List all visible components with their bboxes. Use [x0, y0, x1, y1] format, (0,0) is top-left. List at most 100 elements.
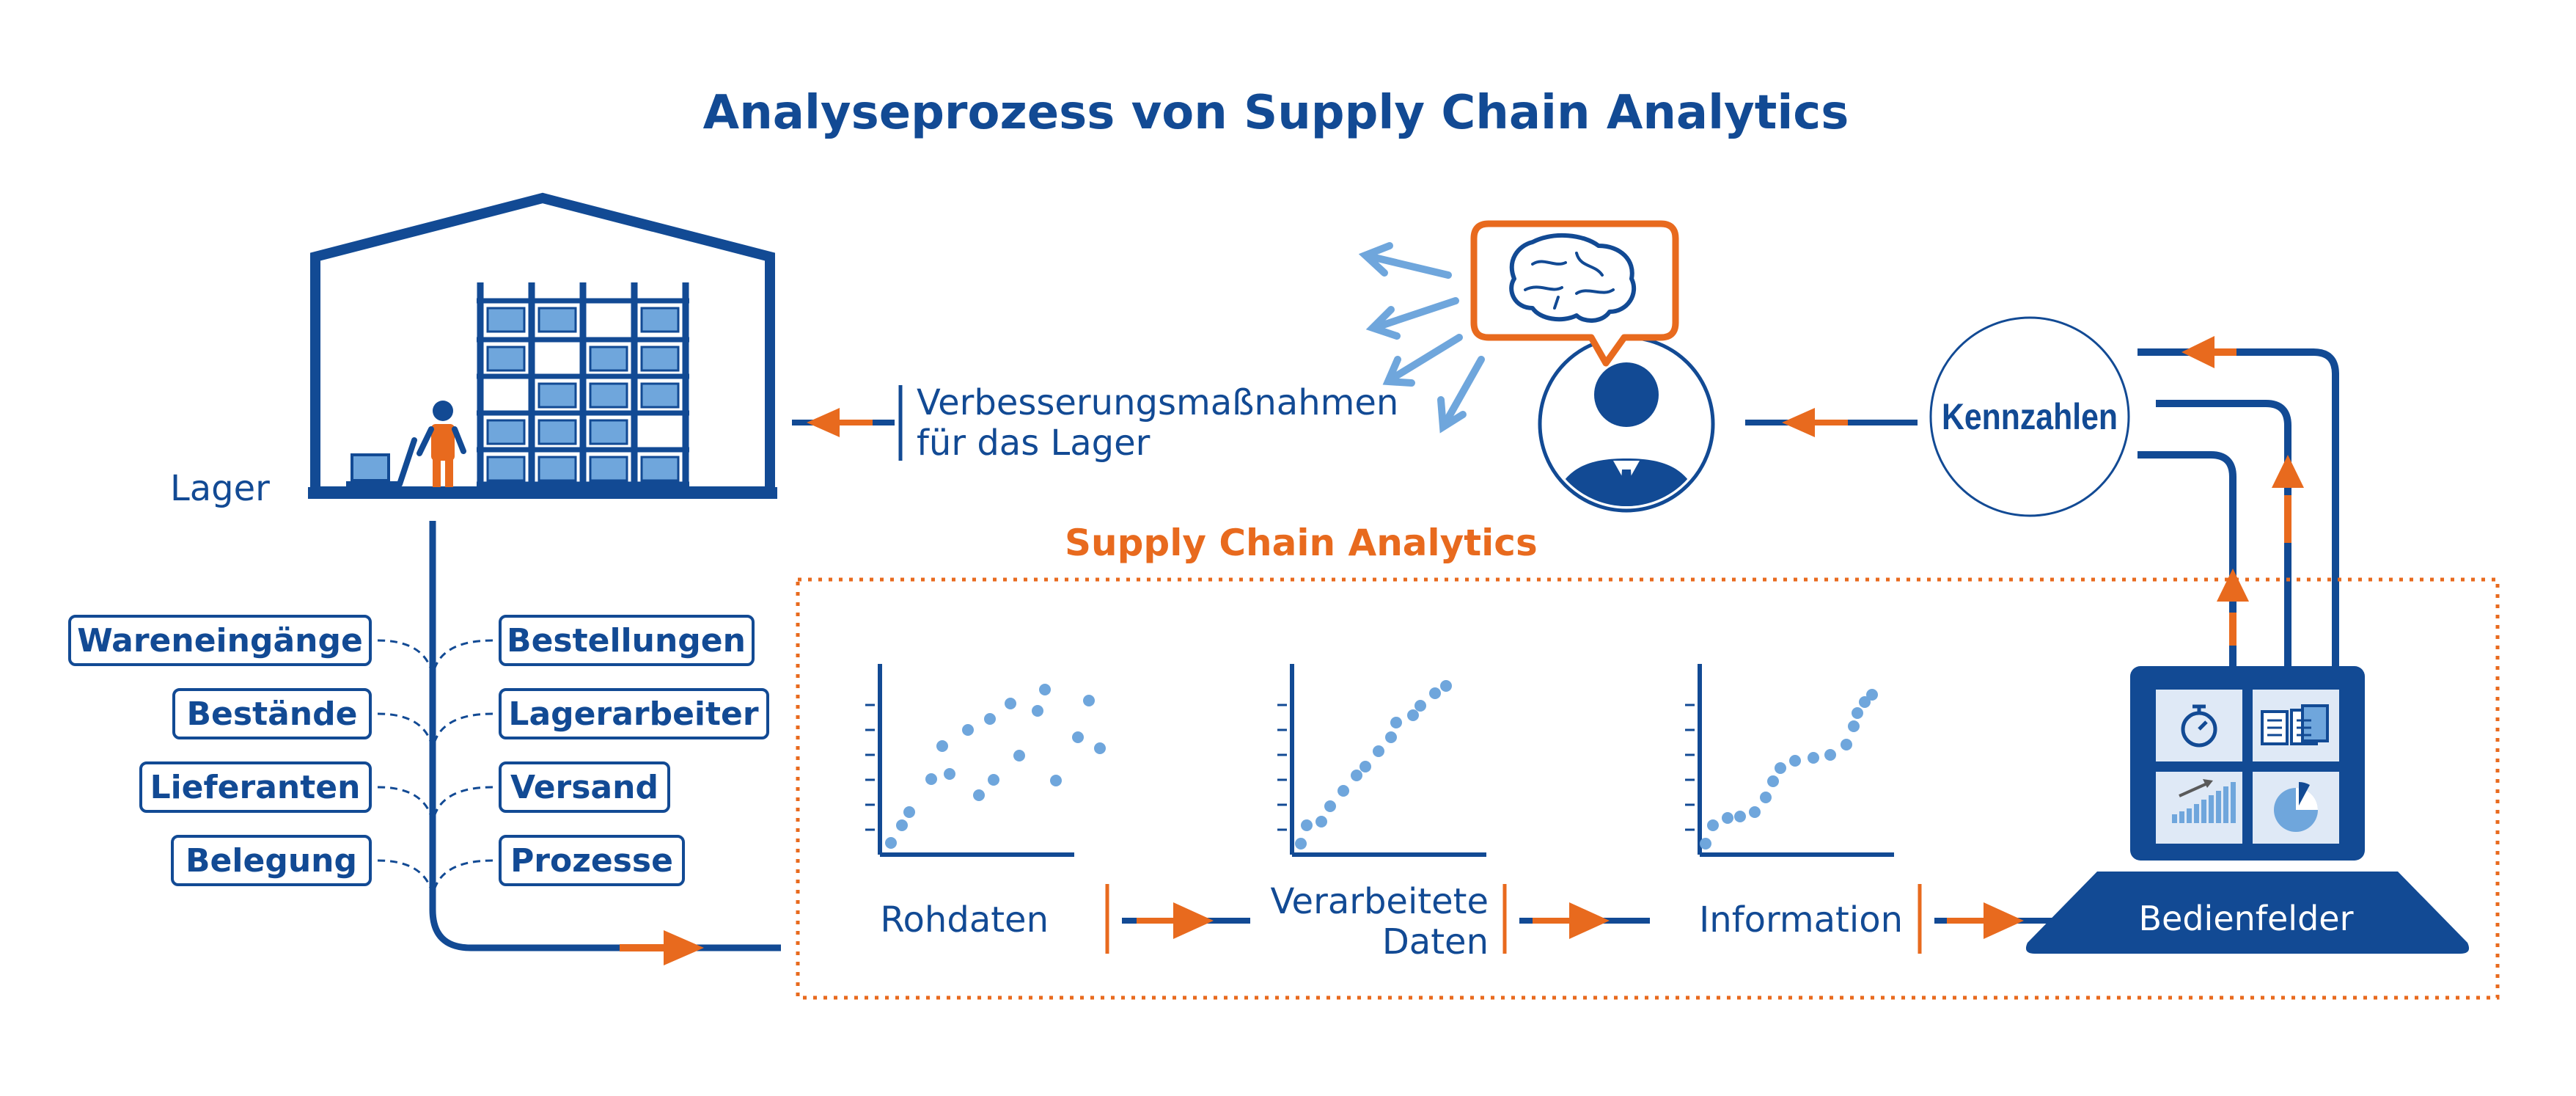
plot-point: [1848, 720, 1860, 732]
warehouse-icon: [308, 192, 777, 499]
documents-icon: [2261, 704, 2329, 745]
kpi-circle: [1929, 316, 2130, 517]
kpi-to-person-arrow: [1745, 408, 1918, 437]
source-tag: Lieferanten: [139, 761, 372, 813]
source-tag: Bestellungen: [499, 615, 755, 666]
stage-arrow: [1934, 902, 2064, 939]
plot-point: [1315, 816, 1327, 828]
plot-point: [1301, 819, 1313, 831]
storage-box: [486, 307, 526, 333]
dashboard-label: Bedienfelder: [2139, 899, 2354, 938]
stage-information-label: Information: [1699, 899, 1903, 940]
plot-point: [1749, 806, 1761, 818]
sca-label: Supply Chain Analytics: [1065, 522, 1538, 564]
raw-data-plot: [865, 664, 1106, 857]
plot-point: [1295, 838, 1307, 850]
plot-point: [1039, 684, 1051, 695]
feedback-line1: Verbesserungsmaßnahmen: [917, 382, 1398, 423]
page-title: Analyseprozess von Supply Chain Analytic…: [703, 86, 1849, 140]
person-icon: [1538, 335, 1715, 513]
source-trunk: [429, 521, 781, 951]
storage-box: [537, 419, 577, 445]
plot-point: [962, 724, 974, 736]
plot-point: [1841, 739, 1852, 750]
plot-point: [1050, 775, 1062, 786]
stopwatch-icon: [2181, 704, 2217, 748]
kpi-pipes: [2138, 348, 2339, 668]
source-tag-label: Belegung: [186, 842, 357, 880]
information-plot: [1685, 664, 1894, 857]
source-tag: Lagerarbeiter: [499, 688, 769, 739]
source-tag-label: Lagerarbeiter: [508, 695, 758, 733]
source-tag: Wareneingänge: [68, 615, 372, 666]
storage-box: [589, 456, 628, 482]
storage-box: [537, 456, 577, 482]
source-tag-label: Lieferanten: [150, 769, 361, 806]
thought-bubble: [1470, 220, 1679, 367]
kpi-label: Kennzahlen: [1942, 396, 2118, 437]
kpi-pipe-arrows: [2181, 336, 2304, 646]
storage-box: [589, 419, 628, 445]
plot-point: [1359, 761, 1371, 772]
source-tag-label: Versand: [510, 769, 658, 806]
plot-point: [1337, 785, 1349, 797]
plot-point: [1373, 745, 1384, 757]
plot-point: [1385, 731, 1397, 743]
source-tag-label: Prozesse: [510, 842, 673, 880]
feedback-arrow: [792, 408, 895, 437]
source-tag: Prozesse: [499, 835, 685, 886]
warehouse-label: Lager: [170, 468, 270, 509]
source-tag-label: Bestände: [187, 695, 358, 733]
plot-point: [1324, 800, 1336, 812]
plot-point: [988, 774, 999, 786]
plot-point: [1407, 709, 1419, 721]
plot-point: [1351, 770, 1362, 781]
plot-point: [1707, 819, 1719, 831]
plot-point: [885, 837, 897, 849]
plot-point: [1440, 680, 1452, 692]
plot-point: [896, 819, 908, 831]
stage-raw-label: Rohdaten: [880, 899, 1049, 940]
source-tag: Belegung: [171, 835, 372, 886]
source-tag-label: Wareneingänge: [77, 622, 363, 660]
plot-point: [984, 713, 996, 725]
processed-data-plot: [1277, 664, 1486, 857]
plot-point: [1429, 687, 1441, 699]
storage-box: [486, 346, 526, 372]
bar-chart-icon: [2172, 779, 2236, 823]
plot-point: [1013, 750, 1025, 761]
plot-point: [1032, 705, 1043, 717]
plot-point: [1859, 696, 1871, 708]
plot-point: [1789, 755, 1801, 767]
idea-arrows: [1358, 242, 1485, 434]
source-tag: Bestände: [172, 688, 372, 739]
storage-box: [640, 382, 680, 409]
stage-processed-label-line2: Daten: [1382, 921, 1489, 962]
storage-box: [589, 346, 628, 372]
plot-point: [1722, 812, 1733, 824]
plot-point: [1390, 717, 1402, 728]
plot-point: [1767, 775, 1779, 787]
plot-point: [936, 740, 948, 752]
plot-point: [1094, 742, 1106, 754]
storage-box: [640, 456, 680, 482]
plot-point: [1005, 698, 1016, 709]
source-tag: Versand: [499, 761, 670, 813]
source-tag-label: Bestellungen: [507, 622, 746, 660]
source-connectors: [377, 639, 493, 891]
hand-truck-icon: [346, 437, 417, 494]
plot-point: [973, 789, 985, 801]
plot-point: [1824, 749, 1836, 761]
storage-box: [537, 382, 577, 409]
stage-arrow: [1122, 902, 1250, 939]
storage-box: [640, 346, 680, 372]
feedback-line2: für das Lager: [917, 423, 1151, 464]
plot-point: [1414, 700, 1426, 712]
storage-box: [486, 419, 526, 445]
plot-point: [1700, 838, 1711, 850]
plot-point: [1760, 792, 1772, 803]
plot-point: [1083, 695, 1095, 706]
source-output-arrow: [620, 930, 704, 965]
plot-point: [1852, 707, 1863, 719]
